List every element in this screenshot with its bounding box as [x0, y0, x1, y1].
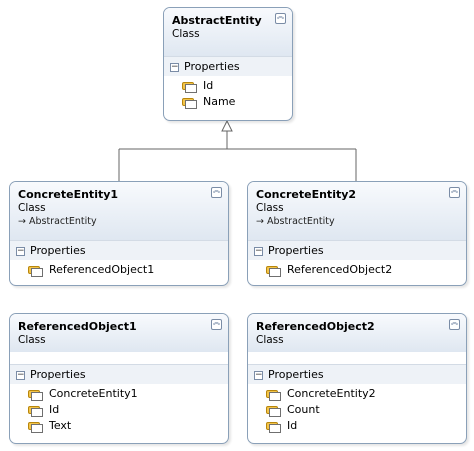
properties-list: ConcreteEntity2 Count Id — [248, 384, 466, 436]
class-kind: Class — [256, 202, 284, 214]
property-item[interactable]: Id — [266, 418, 466, 434]
class-box-abstractentity[interactable]: AbstractEntity Class ︽ −Properties Id Na… — [163, 7, 293, 121]
property-wrench-icon — [28, 421, 43, 433]
property-label: Id — [287, 419, 298, 432]
property-item[interactable]: ConcreteEntity1 — [28, 386, 228, 402]
base-class-label: → AbstractEntity — [256, 216, 335, 227]
class-header: ReferencedObject2 Class ︽ — [248, 314, 466, 352]
class-header: AbstractEntity Class ︽ — [164, 8, 292, 56]
class-box-referencedobject1[interactable]: ReferencedObject1 Class ︽ −Properties Co… — [9, 313, 229, 444]
property-wrench-icon — [28, 389, 43, 401]
property-label: Text — [49, 419, 72, 432]
double-chevron-up-icon[interactable]: ︽ — [211, 319, 222, 330]
class-title: ConcreteEntity2 — [256, 188, 357, 201]
properties-section-header[interactable]: −Properties — [10, 364, 228, 384]
double-chevron-up-icon[interactable]: ︽ — [211, 187, 222, 198]
properties-list: ConcreteEntity1 Id Text — [10, 384, 228, 436]
properties-list: ReferencedObject2 — [248, 260, 466, 280]
class-title: AbstractEntity — [172, 14, 262, 27]
properties-list: ReferencedObject1 — [10, 260, 228, 280]
minus-toggle-icon[interactable]: − — [254, 369, 263, 380]
properties-list: Id Name — [164, 76, 292, 112]
properties-section-header[interactable]: −Properties — [248, 364, 466, 384]
class-kind: Class — [172, 28, 200, 40]
class-title: ConcreteEntity1 — [18, 188, 119, 201]
class-kind: Class — [256, 334, 284, 346]
class-header: ConcreteEntity1 Class → AbstractEntity ︽ — [10, 182, 228, 240]
inheritance-arrowhead — [221, 119, 233, 132]
minus-toggle-icon[interactable]: − — [16, 245, 25, 256]
property-label: Id — [203, 79, 214, 92]
section-label: Properties — [268, 244, 324, 257]
class-title: ReferencedObject2 — [256, 320, 375, 333]
minus-toggle-icon[interactable]: − — [254, 245, 263, 256]
class-header: ReferencedObject1 Class ︽ — [10, 314, 228, 352]
minus-toggle-icon[interactable]: − — [16, 369, 25, 380]
double-chevron-up-icon[interactable]: ︽ — [275, 13, 286, 24]
property-item[interactable]: ReferencedObject1 — [28, 262, 228, 278]
property-wrench-icon — [266, 405, 281, 417]
property-wrench-icon — [28, 405, 43, 417]
property-wrench-icon — [266, 265, 281, 277]
properties-section-header[interactable]: −Properties — [164, 56, 292, 76]
double-chevron-up-icon[interactable]: ︽ — [449, 187, 460, 198]
property-wrench-icon — [266, 389, 281, 401]
property-item[interactable]: Id — [182, 78, 292, 94]
class-kind: Class — [18, 202, 46, 214]
base-class-label: → AbstractEntity — [18, 216, 97, 227]
property-label: ReferencedObject1 — [49, 263, 155, 276]
class-box-concreteentity1[interactable]: ConcreteEntity1 Class → AbstractEntity ︽… — [9, 181, 229, 286]
properties-section-header[interactable]: −Properties — [248, 240, 466, 260]
class-box-concreteentity2[interactable]: ConcreteEntity2 Class → AbstractEntity ︽… — [247, 181, 467, 286]
property-wrench-icon — [28, 265, 43, 277]
property-item[interactable]: Text — [28, 418, 228, 434]
property-label: ConcreteEntity1 — [49, 387, 138, 400]
section-label: Properties — [268, 368, 324, 381]
property-label: Id — [49, 403, 60, 416]
property-wrench-icon — [266, 421, 281, 433]
properties-section-header[interactable]: −Properties — [10, 240, 228, 260]
minus-toggle-icon[interactable]: − — [170, 61, 179, 72]
section-label: Properties — [30, 244, 86, 257]
class-title: ReferencedObject1 — [18, 320, 137, 333]
double-chevron-up-icon[interactable]: ︽ — [449, 319, 460, 330]
property-label: ConcreteEntity2 — [287, 387, 376, 400]
class-kind: Class — [18, 334, 46, 346]
section-label: Properties — [30, 368, 86, 381]
property-wrench-icon — [182, 81, 197, 93]
property-wrench-icon — [182, 97, 197, 109]
section-label: Properties — [184, 60, 240, 73]
property-item[interactable]: Name — [182, 94, 292, 110]
property-item[interactable]: Id — [28, 402, 228, 418]
class-header: ConcreteEntity2 Class → AbstractEntity ︽ — [248, 182, 466, 240]
property-item[interactable]: ConcreteEntity2 — [266, 386, 466, 402]
property-label: Name — [203, 95, 236, 108]
property-item[interactable]: ReferencedObject2 — [266, 262, 466, 278]
class-box-referencedobject2[interactable]: ReferencedObject2 Class ︽ −Properties Co… — [247, 313, 467, 444]
property-label: Count — [287, 403, 320, 416]
property-label: ReferencedObject2 — [287, 263, 393, 276]
property-item[interactable]: Count — [266, 402, 466, 418]
